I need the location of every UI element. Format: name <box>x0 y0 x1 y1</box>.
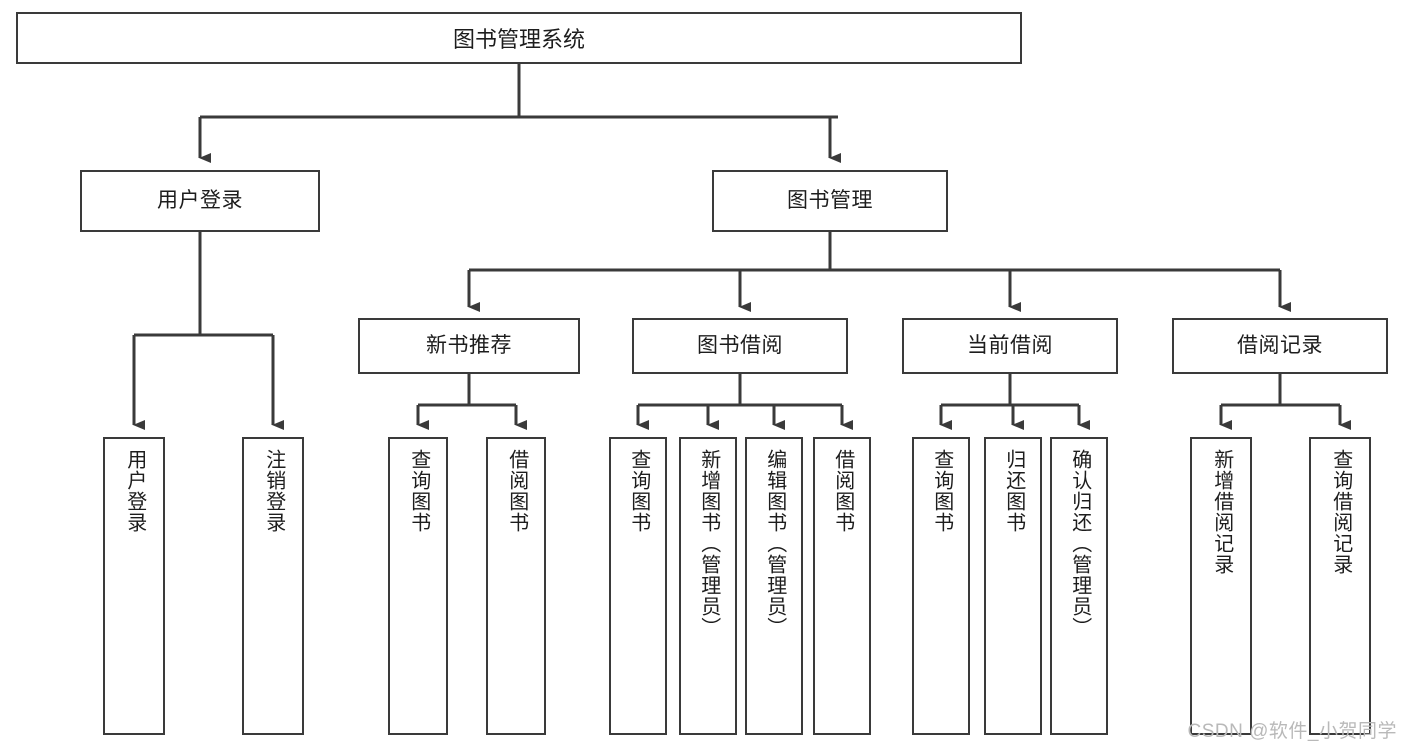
node-borrow-records[interactable]: 借阅记录 <box>1172 318 1388 374</box>
node-leaf-logout[interactable]: 注销登录 <box>242 437 304 735</box>
node-book-borrow-label: 图书借阅 <box>697 334 783 358</box>
node-leaf-query-borrow-record-label: 查询借阅记录 <box>1329 449 1352 575</box>
node-leaf-borrow-book[interactable]: 借阅图书 <box>813 437 871 735</box>
node-new-book-recommend-label: 新书推荐 <box>426 334 512 358</box>
node-leaf-add-borrow-record[interactable]: 新增借阅记录 <box>1190 437 1252 735</box>
node-leaf-query-book-current[interactable]: 查询图书 <box>912 437 970 735</box>
node-user-login-label: 用户登录 <box>157 189 243 213</box>
node-book-management[interactable]: 图书管理 <box>712 170 948 232</box>
node-current-borrow-label: 当前借阅 <box>967 334 1053 358</box>
node-leaf-add-book-admin[interactable]: 新增图书（管理员） <box>679 437 737 735</box>
node-leaf-user-login[interactable]: 用户登录 <box>103 437 165 735</box>
node-book-management-label: 图书管理 <box>787 189 873 213</box>
node-leaf-query-book-borrow-label: 查询图书 <box>627 449 650 533</box>
node-root[interactable]: 图书管理系统 <box>16 12 1022 64</box>
node-leaf-add-borrow-record-label: 新增借阅记录 <box>1210 449 1233 575</box>
node-leaf-query-book-borrow[interactable]: 查询图书 <box>609 437 667 735</box>
node-leaf-query-book-recommend-label: 查询图书 <box>407 449 430 533</box>
node-leaf-return-book-label: 归还图书 <box>1002 449 1025 533</box>
node-book-borrow[interactable]: 图书借阅 <box>632 318 848 374</box>
node-root-label: 图书管理系统 <box>452 27 585 52</box>
node-leaf-logout-label: 注销登录 <box>262 449 285 533</box>
node-user-login[interactable]: 用户登录 <box>80 170 320 232</box>
node-leaf-confirm-return-admin-label: 确认归还（管理员） <box>1068 449 1091 638</box>
node-leaf-add-book-admin-label: 新增图书（管理员） <box>697 449 720 638</box>
node-leaf-edit-book-admin-label: 编辑图书（管理员） <box>763 449 786 638</box>
node-leaf-query-book-current-label: 查询图书 <box>930 449 953 533</box>
node-new-book-recommend[interactable]: 新书推荐 <box>358 318 580 374</box>
node-leaf-borrow-book-recommend[interactable]: 借阅图书 <box>486 437 546 735</box>
node-leaf-confirm-return-admin[interactable]: 确认归还（管理员） <box>1050 437 1108 735</box>
node-borrow-records-label: 借阅记录 <box>1237 334 1323 358</box>
node-leaf-query-book-recommend[interactable]: 查询图书 <box>388 437 448 735</box>
node-leaf-borrow-book-recommend-label: 借阅图书 <box>505 449 528 533</box>
node-leaf-borrow-book-label: 借阅图书 <box>831 449 854 533</box>
node-leaf-edit-book-admin[interactable]: 编辑图书（管理员） <box>745 437 803 735</box>
node-leaf-query-borrow-record[interactable]: 查询借阅记录 <box>1309 437 1371 735</box>
watermark: CSDN @软件_小贺同学 <box>1187 721 1397 742</box>
node-current-borrow[interactable]: 当前借阅 <box>902 318 1118 374</box>
node-leaf-user-login-label: 用户登录 <box>123 449 146 533</box>
node-leaf-return-book[interactable]: 归还图书 <box>984 437 1042 735</box>
